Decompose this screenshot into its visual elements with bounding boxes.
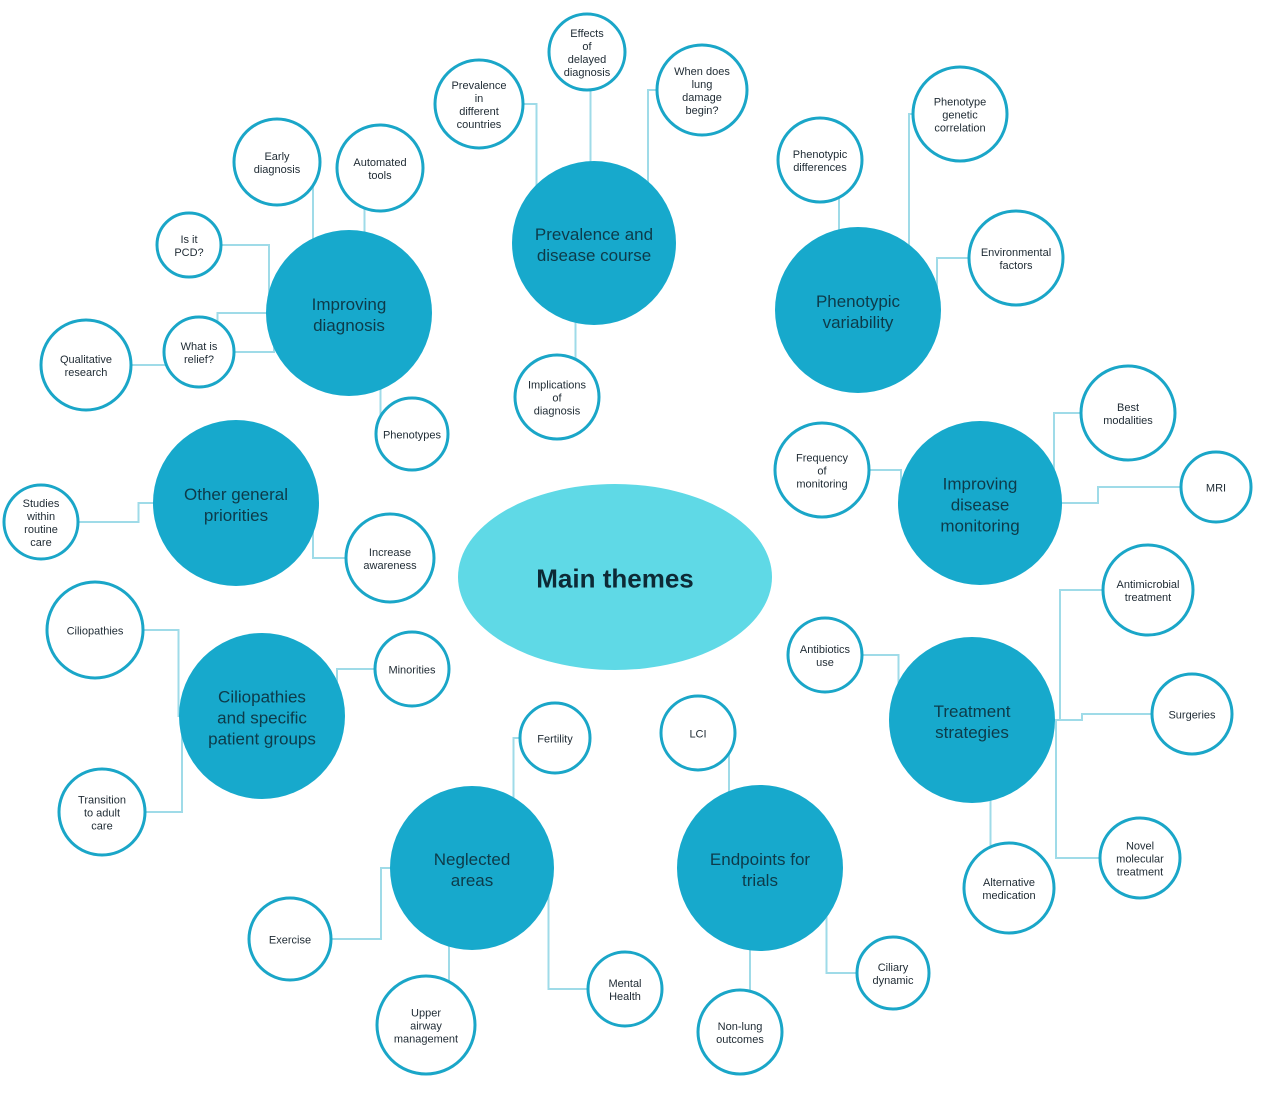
- leaf-node-treatment-4: [962, 841, 1056, 935]
- leaf-node-ciliopathies-0: [45, 580, 145, 680]
- leaf-label-neglected-0: Fertility: [537, 734, 573, 746]
- leaf-node-treatment-0: [1101, 543, 1195, 637]
- center-node: [458, 484, 772, 670]
- leaf-node-diagnosis-0: [232, 117, 322, 207]
- theme-node-phenotypic: [775, 227, 941, 393]
- leaf-node-other-1: [344, 512, 436, 604]
- theme-node-endpoints: [677, 785, 843, 951]
- leaf-label-monitoring-1: MRI: [1206, 483, 1226, 495]
- leaf-label-ciliopathies-0: Ciliopathies: [67, 626, 124, 638]
- theme-node-other: [153, 420, 319, 586]
- leaf-node-prevalence-1: [655, 43, 749, 137]
- leaf-node-diagnosis-4: [39, 318, 133, 412]
- leaf-node-neglected-2: [375, 974, 477, 1076]
- leaf-node-endpoints-1: [696, 988, 784, 1076]
- theme-node-monitoring: [898, 421, 1062, 585]
- leaf-label-treatment-2: Surgeries: [1168, 710, 1216, 722]
- leaf-node-endpoints-2: [855, 935, 931, 1011]
- leaf-node-diagnosis-3: [162, 315, 236, 389]
- leaf-node-monitoring-0: [1079, 364, 1177, 462]
- leaf-node-ciliopathies-2: [57, 767, 147, 857]
- leaf-node-phenotypic-1: [911, 65, 1009, 163]
- theme-node-treatment: [889, 637, 1055, 803]
- center-label: Main themes: [536, 564, 694, 594]
- leaf-node-treatment-3: [1098, 816, 1182, 900]
- leaf-node-treatment-2: [1150, 672, 1234, 756]
- leaf-node-diagnosis-2: [155, 211, 223, 279]
- leaf-node-diagnosis-1: [335, 123, 425, 213]
- leaf-node-phenotypic-0: [776, 116, 864, 204]
- leaf-node-prevalence-0: [547, 12, 627, 92]
- theme-node-ciliopathies: [179, 633, 345, 799]
- leaf-node-neglected-0: [518, 701, 592, 775]
- leaf-node-treatment-1: [786, 616, 864, 694]
- leaf-label-neglected-1: Exercise: [269, 935, 311, 947]
- leaf-node-monitoring-1: [1179, 450, 1253, 524]
- theme-node-prevalence: [512, 161, 676, 325]
- theme-node-diagnosis: [266, 230, 432, 396]
- leaf-node-endpoints-0: [659, 694, 737, 772]
- theme-node-neglected: [390, 786, 554, 950]
- leaf-node-prevalence-3: [513, 353, 601, 441]
- leaf-label-diagnosis-5: Phenotypes: [383, 430, 442, 442]
- leaf-node-prevalence-2: [433, 58, 525, 150]
- leaf-node-neglected-3: [586, 950, 664, 1028]
- leaf-node-phenotypic-2: [967, 209, 1065, 307]
- leaf-node-neglected-1: [247, 896, 333, 982]
- leaf-node-monitoring-2: [773, 421, 871, 519]
- leaf-label-ciliopathies-1: Minorities: [388, 665, 436, 677]
- leaf-label-endpoints-0: LCI: [689, 729, 706, 741]
- leaf-node-other-0: [2, 483, 80, 561]
- leaf-node-ciliopathies-1: [373, 630, 451, 708]
- leaf-node-diagnosis-5: [374, 396, 450, 472]
